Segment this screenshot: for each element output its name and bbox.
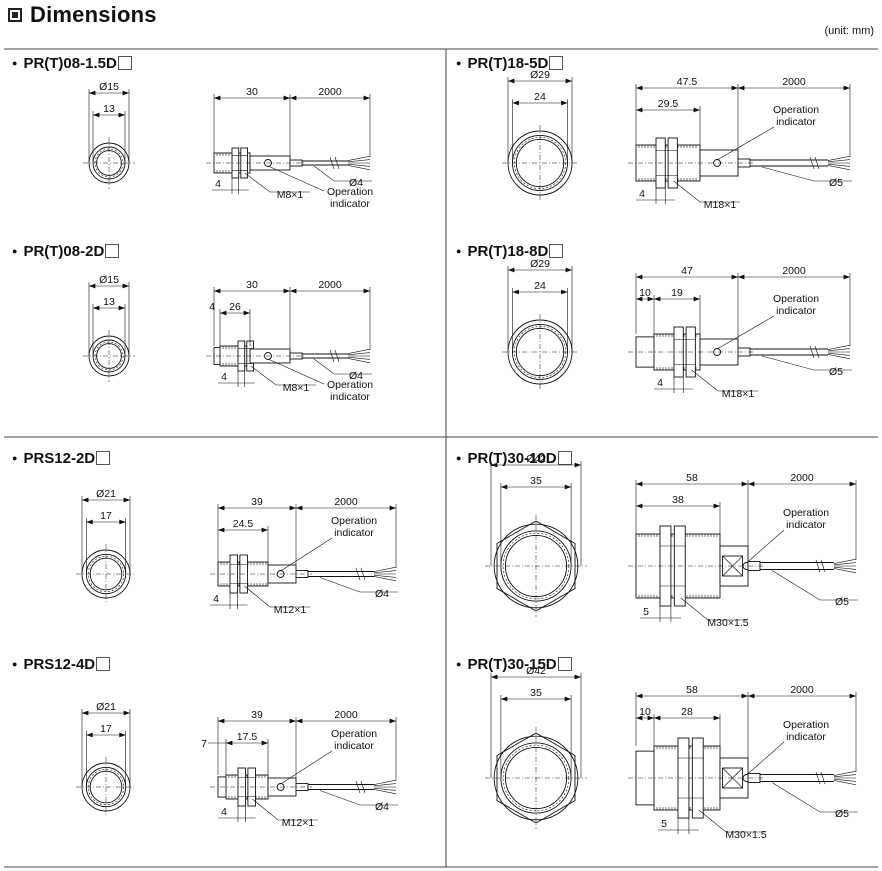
- model-suffix-box-icon: [549, 56, 564, 70]
- model-name: PR(T)30-15D: [467, 656, 557, 673]
- model-suffix-box-icon: [557, 451, 572, 465]
- panel-title: ● PR(T)08-1.5D: [12, 55, 132, 72]
- panel-title: ● PR(T)30-15D: [456, 656, 572, 673]
- bullet-icon: ●: [456, 58, 462, 68]
- panel-title: ● PR(T)30-10D: [456, 450, 572, 467]
- model-name: PR(T)08-2D: [23, 243, 105, 260]
- unit-note: (unit: mm): [824, 25, 875, 37]
- section-square-icon: [8, 8, 22, 22]
- bullet-icon: ●: [12, 246, 18, 256]
- panel-title: ● PR(T)18-8D: [456, 243, 564, 260]
- model-name: PRS12-2D: [23, 450, 96, 467]
- page-title: Dimensions: [30, 2, 157, 27]
- panel-title: ● PR(T)18-5D: [456, 55, 564, 72]
- bullet-icon: ●: [456, 246, 462, 256]
- model-suffix-box-icon: [117, 56, 132, 70]
- model-name: PR(T)08-1.5D: [23, 55, 117, 72]
- bullet-icon: ●: [12, 58, 18, 68]
- model-name: PR(T)18-5D: [467, 55, 549, 72]
- model-name: PR(T)30-10D: [467, 450, 557, 467]
- bullet-icon: ●: [12, 659, 18, 669]
- model-suffix-box-icon: [557, 657, 572, 671]
- model-suffix-box-icon: [105, 244, 120, 258]
- panel-title: ● PRS12-2D: [12, 450, 111, 467]
- bullet-icon: ●: [12, 453, 18, 463]
- panel-title: ● PR(T)08-2D: [12, 243, 120, 260]
- model-name: PRS12-4D: [23, 656, 96, 673]
- model-suffix-box-icon: [96, 657, 111, 671]
- model-name: PR(T)18-8D: [467, 243, 549, 260]
- bullet-icon: ●: [456, 659, 462, 669]
- model-suffix-box-icon: [96, 451, 111, 465]
- panel-title: ● PRS12-4D: [12, 656, 111, 673]
- bullet-icon: ●: [456, 453, 462, 463]
- model-suffix-box-icon: [549, 244, 564, 258]
